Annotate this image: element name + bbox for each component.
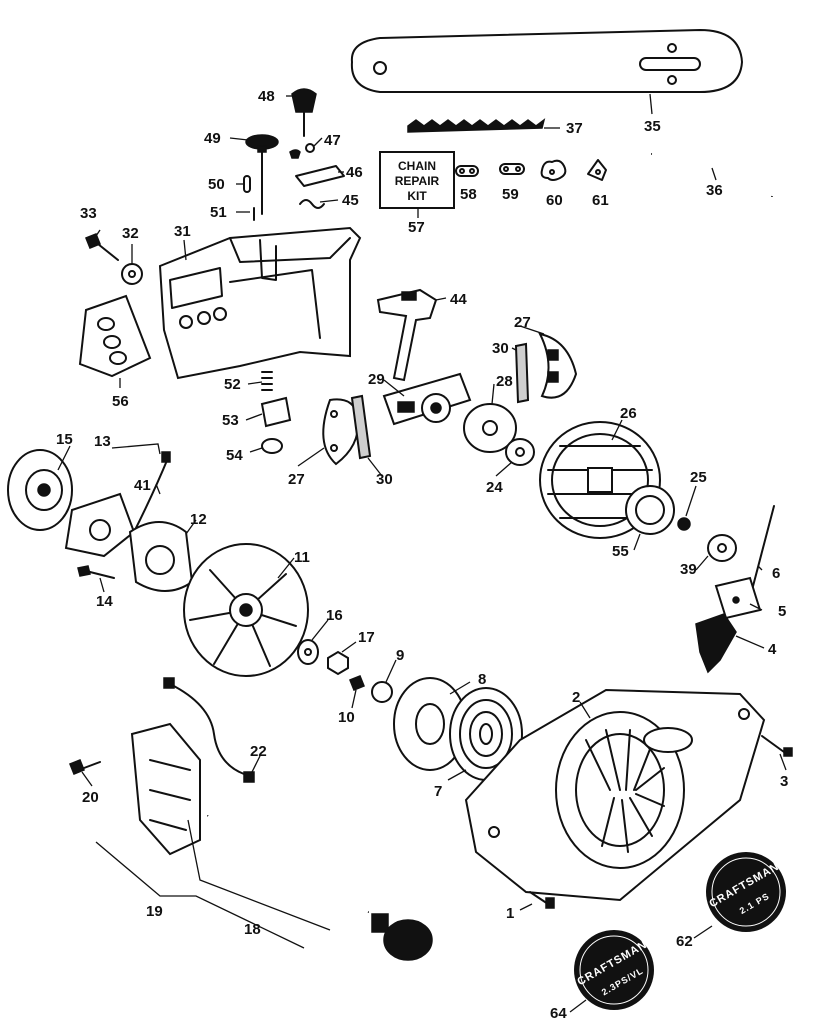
part-number-labels: 48 49 47 46 45 50 51 57 58 59 60 61 37 3… [56,88,788,1022]
badge-62: CRAFTSMAN 2.1 PS [706,852,786,932]
label-46: 46 [346,164,363,181]
label-30-lower: 30 [376,471,393,488]
label-64: 64 [550,1005,567,1022]
label-11: 11 [294,549,310,566]
kit-line-1: CHAIN [398,159,436,173]
label-13: 13 [94,433,111,450]
label-47: 47 [324,132,341,149]
label-19: 19 [146,903,163,920]
label-56: 56 [112,393,129,410]
label-22: 22 [250,743,267,760]
spacer-lower [350,394,372,460]
top-fasteners [243,88,317,221]
label-7: 7 [434,783,442,800]
label-3: 3 [780,773,788,790]
label-18: 18 [244,921,261,938]
label-57: 57 [408,219,425,236]
label-50: 50 [208,176,225,193]
label-54: 54 [226,447,243,464]
label-28: 28 [496,373,513,390]
ignition-module [128,521,194,592]
label-55: 55 [612,543,629,560]
label-2: 2 [572,689,580,706]
ignition-coil-and-lead [69,677,433,961]
flywheel-fasteners [297,639,393,703]
housing-screws [529,735,793,909]
label-29: 29 [368,371,385,388]
label-14: 14 [96,593,113,610]
latch-plate-and-spring [295,165,345,209]
trigger-assembly [376,288,438,382]
label-9: 9 [396,647,404,664]
lower-fasteners [260,371,292,454]
label-32: 32 [122,225,139,242]
label-20: 20 [82,789,99,806]
label-24: 24 [486,479,503,496]
label-8: 8 [478,671,486,688]
badge-64: CRAFTSMAN 2.3PS/VL [574,930,654,1010]
kit-line-3: KIT [407,189,427,203]
label-31: 31 [174,223,191,240]
hex-wrench [651,152,778,197]
chain-links [455,159,607,181]
label-39: 39 [680,561,697,578]
starter-housing [464,688,766,902]
clutch-washers [463,403,535,466]
label-44: 44 [450,291,467,308]
guide-bar [350,28,744,93]
label-5: 5 [778,603,786,620]
label-15: 15 [56,431,73,448]
label-10: 10 [338,709,355,726]
clutch-upper [514,332,578,404]
label-4: 4 [768,641,777,658]
right-hardware [695,505,775,674]
clutch-shoe-lower [322,398,360,466]
chainsaw-housing [158,226,362,380]
label-53: 53 [222,412,239,429]
label-61: 61 [592,192,609,209]
label-41: 41 [134,477,151,494]
label-35: 35 [644,118,661,135]
label-6: 6 [772,565,780,582]
label-16: 16 [326,607,343,624]
label-27-upper: 27 [514,314,531,331]
flywheel [183,543,309,677]
magneto-plate [7,449,73,531]
chain-repair-kit: CHAIN REPAIR KIT [379,151,455,209]
label-26: 26 [620,405,637,422]
kit-line-2: REPAIR [395,174,440,188]
label-58: 58 [460,186,477,203]
side-plate [78,294,152,378]
label-59: 59 [502,186,519,203]
carburetor-assembly [64,451,171,558]
label-49: 49 [204,130,221,147]
drum-bearings [625,485,737,562]
label-27-lower: 27 [288,471,305,488]
label-60: 60 [546,192,563,209]
module-screw [77,565,115,579]
label-1: 1 [506,905,514,922]
oiler-block [382,372,472,426]
label-25: 25 [690,469,707,486]
label-62: 62 [676,933,693,950]
label-33: 33 [80,205,97,222]
label-12: 12 [190,511,207,528]
label-36: 36 [706,182,723,199]
label-45: 45 [342,192,359,209]
housing-fasteners [85,233,143,285]
label-17: 17 [358,629,375,646]
label-52: 52 [224,376,241,393]
label-48: 48 [258,88,275,105]
leader-lines [57,93,787,1013]
label-30-upper: 30 [492,340,509,357]
saw-chain [407,118,546,133]
label-37: 37 [566,120,583,137]
label-51: 51 [210,204,227,221]
